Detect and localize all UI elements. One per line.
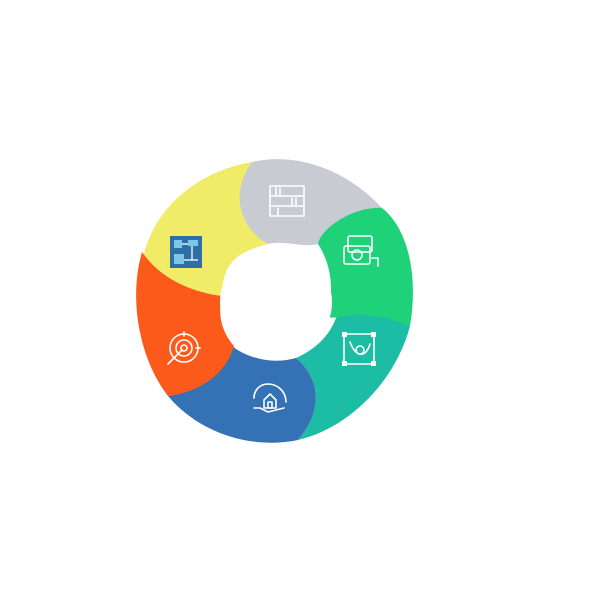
segment-green bbox=[318, 207, 413, 334]
center-hole bbox=[220, 246, 332, 358]
bookshelf-icon bbox=[269, 185, 305, 217]
segment-teal bbox=[296, 314, 410, 440]
segment-gray bbox=[239, 159, 382, 246]
money-exchange-icon bbox=[343, 235, 379, 267]
circuit-board-icon bbox=[170, 236, 202, 268]
segment-orange bbox=[136, 252, 234, 396]
vector-design-icon bbox=[342, 332, 376, 366]
segment-blue bbox=[168, 346, 316, 443]
gear-target-icon bbox=[167, 331, 201, 365]
hand-home-icon bbox=[253, 383, 287, 413]
